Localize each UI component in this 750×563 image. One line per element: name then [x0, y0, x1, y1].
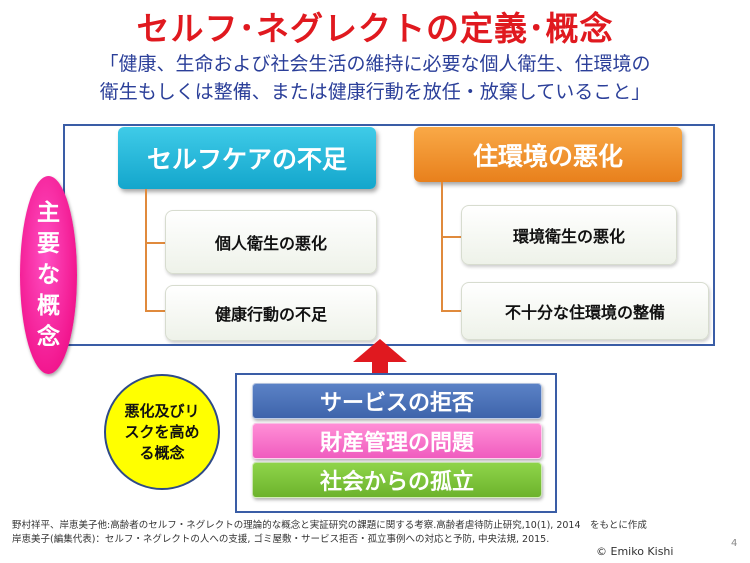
risk-social-isolation: 社会からの孤立: [252, 462, 542, 498]
item-housing-maintenance: 不十分な住環境の整備: [461, 282, 709, 340]
item-personal-hygiene-label: 個人衛生の悪化: [214, 234, 327, 253]
item-environmental-hygiene-label: 環境衛生の悪化: [512, 227, 625, 246]
category-housing-label: 住環境の悪化: [472, 141, 623, 171]
definition-line-2: 衛生もしくは整備、または健康行動を放任・放棄していること」: [99, 81, 651, 103]
reference-2: 岸恵美子(編集代表)：セルフ・ネグレクトの人への支援, ゴミ屋敷・サービス拒否・…: [12, 534, 550, 545]
item-health-behavior: 健康行動の不足: [165, 285, 377, 341]
connector-vertical-left: [145, 189, 147, 311]
risk-property-management: 財産管理の問題: [252, 423, 542, 459]
risk-service-refusal-label: サービスの拒否: [319, 391, 474, 416]
copyright-credit: © Emiko Kishi: [596, 545, 674, 558]
connector-branch-left-1: [145, 242, 165, 244]
connector-vertical-right: [441, 182, 443, 311]
risk-concepts-circle: 悪化及びリスクを高める概念: [104, 374, 220, 490]
connector-branch-right-1: [441, 236, 461, 238]
item-housing-maintenance-label: 不十分な住環境の整備: [504, 303, 665, 322]
up-arrow-shaft: [372, 361, 388, 373]
main-concepts-label: 主要な概念: [37, 199, 60, 350]
definition-line-1: 「健康、生命および社会生活の維持に必要な個人衛生、住環境の: [99, 53, 651, 75]
risk-social-isolation-label: 社会からの孤立: [319, 470, 474, 495]
category-self-care-label: セルフケアの不足: [146, 145, 347, 174]
risk-property-management-label: 財産管理の問題: [319, 431, 474, 456]
item-personal-hygiene: 個人衛生の悪化: [165, 210, 377, 274]
item-environmental-hygiene: 環境衛生の悪化: [461, 205, 677, 265]
category-housing-header: 住環境の悪化: [414, 127, 682, 182]
risk-service-refusal: サービスの拒否: [252, 383, 542, 419]
up-arrow-icon: [353, 339, 407, 362]
slide-title: セルフ･ネグレクトの定義･概念: [136, 9, 614, 48]
category-self-care-header: セルフケアの不足: [118, 127, 376, 189]
risk-concepts-label: 悪化及びリスクを高める概念: [124, 401, 200, 462]
connector-branch-right-2: [441, 310, 461, 312]
item-health-behavior-label: 健康行動の不足: [214, 305, 327, 324]
page-number: 4: [731, 538, 738, 549]
connector-branch-left-2: [145, 310, 165, 312]
main-concepts-oval: 主要な概念: [20, 176, 77, 374]
reference-1: 野村祥平、岸恵美子他:高齢者のセルフ・ネグレクトの理論的な概念と実証研究の課題に…: [12, 520, 647, 531]
definition-text: 「健康、生命および社会生活の維持に必要な個人衛生、住環境の 衛生もしくは整備、ま…: [20, 50, 730, 106]
